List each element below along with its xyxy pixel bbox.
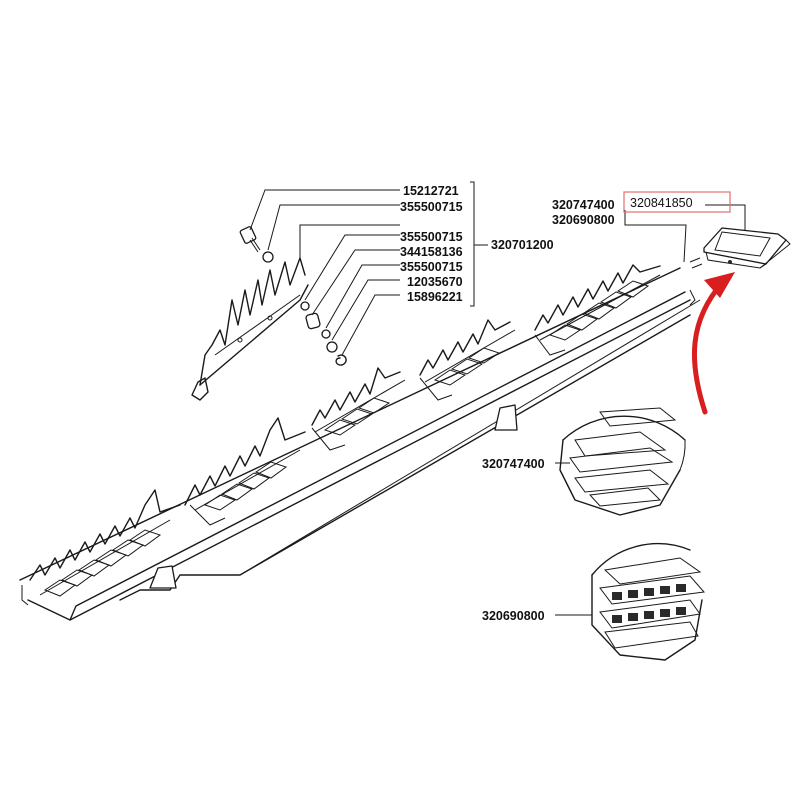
label-spacer: 344158136: [400, 245, 463, 259]
washer-icon: [300, 301, 310, 311]
bolt-icon: [239, 226, 261, 253]
label-highlighted-part: 320841850: [630, 196, 693, 210]
ladder-sections: [29, 264, 661, 597]
label-washer-1: 355500715: [400, 200, 463, 214]
knife-blade-part: [191, 257, 309, 401]
label-clip: 15896221: [407, 290, 463, 304]
part-number-labels: 15212721 355500715 355500715 344158136 3…: [400, 184, 693, 623]
label-sieve-upper: 320747400: [552, 198, 615, 212]
label-detail-2: 320690800: [482, 609, 545, 623]
curved-arrow-icon: [691, 272, 735, 415]
detail-view-sieve-upper: [559, 407, 686, 516]
highlighted-part-drawing: [689, 227, 791, 269]
label-detail-1: 320747400: [482, 457, 545, 471]
washer-icon: [262, 251, 274, 263]
label-sieve-lower: 320690800: [552, 213, 615, 227]
label-bolt: 15212721: [403, 184, 459, 198]
clip-icon: [335, 354, 347, 366]
label-washer-3: 355500715: [400, 260, 463, 274]
label-washer-2: 355500715: [400, 230, 463, 244]
label-nut: 12035670: [407, 275, 463, 289]
fastener-parts: [239, 226, 347, 366]
detail-view-sieve-lower: [591, 543, 705, 661]
leader-lines: [249, 181, 746, 616]
washer-icon: [321, 329, 331, 339]
ladder-frame: [19, 267, 701, 621]
spacer-icon: [305, 312, 321, 330]
nut-icon: [326, 341, 338, 353]
label-knife-assembly: 320701200: [491, 238, 554, 252]
highlight-box: [623, 191, 731, 213]
